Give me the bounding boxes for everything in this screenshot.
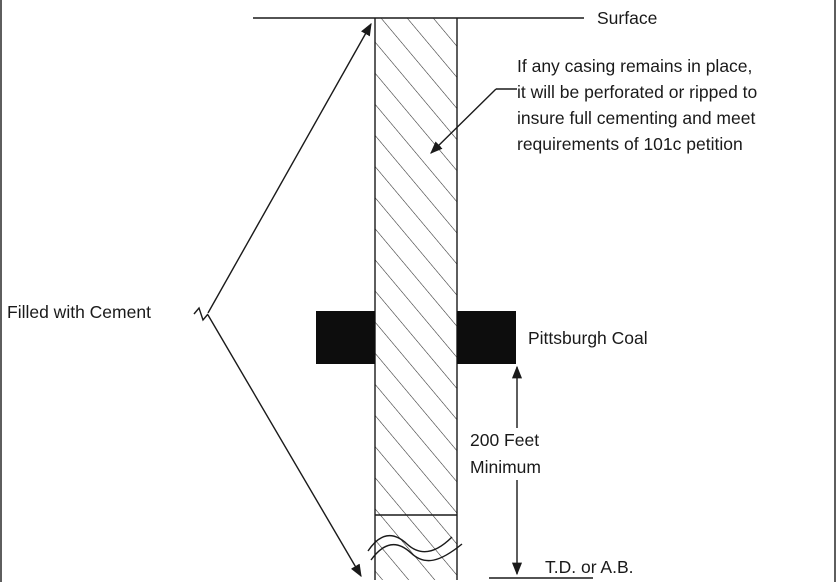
- casing-note-line-1: If any casing remains in place,: [517, 56, 752, 76]
- coal-seam-right: [457, 311, 516, 364]
- surface-label: Surface: [597, 8, 657, 28]
- total-depth-label: T.D. or A.B.: [545, 557, 634, 577]
- coal-seam-label: Pittsburgh Coal: [528, 328, 648, 348]
- casing-note-arrow: [430, 88, 497, 154]
- cement-column: [375, 18, 457, 580]
- label-leader-tick: [193, 306, 209, 322]
- filled-with-cement-label: Filled with Cement: [7, 302, 151, 322]
- casing-note-line-4: requirements of 101c petition: [517, 134, 743, 154]
- coal-seam-left: [316, 311, 375, 364]
- cement-arrow-up: [207, 22, 372, 314]
- break-symbol: [370, 543, 463, 562]
- casing-note-line-3: insure full cementing and meet: [517, 108, 755, 128]
- break-symbol: [367, 535, 453, 553]
- casing-note-line-2: it will be perforated or ripped to: [517, 82, 757, 102]
- distance-label-line-2: Minimum: [470, 457, 541, 477]
- distance-label-line-1: 200 Feet: [470, 430, 539, 450]
- cement-arrow-down: [207, 314, 362, 578]
